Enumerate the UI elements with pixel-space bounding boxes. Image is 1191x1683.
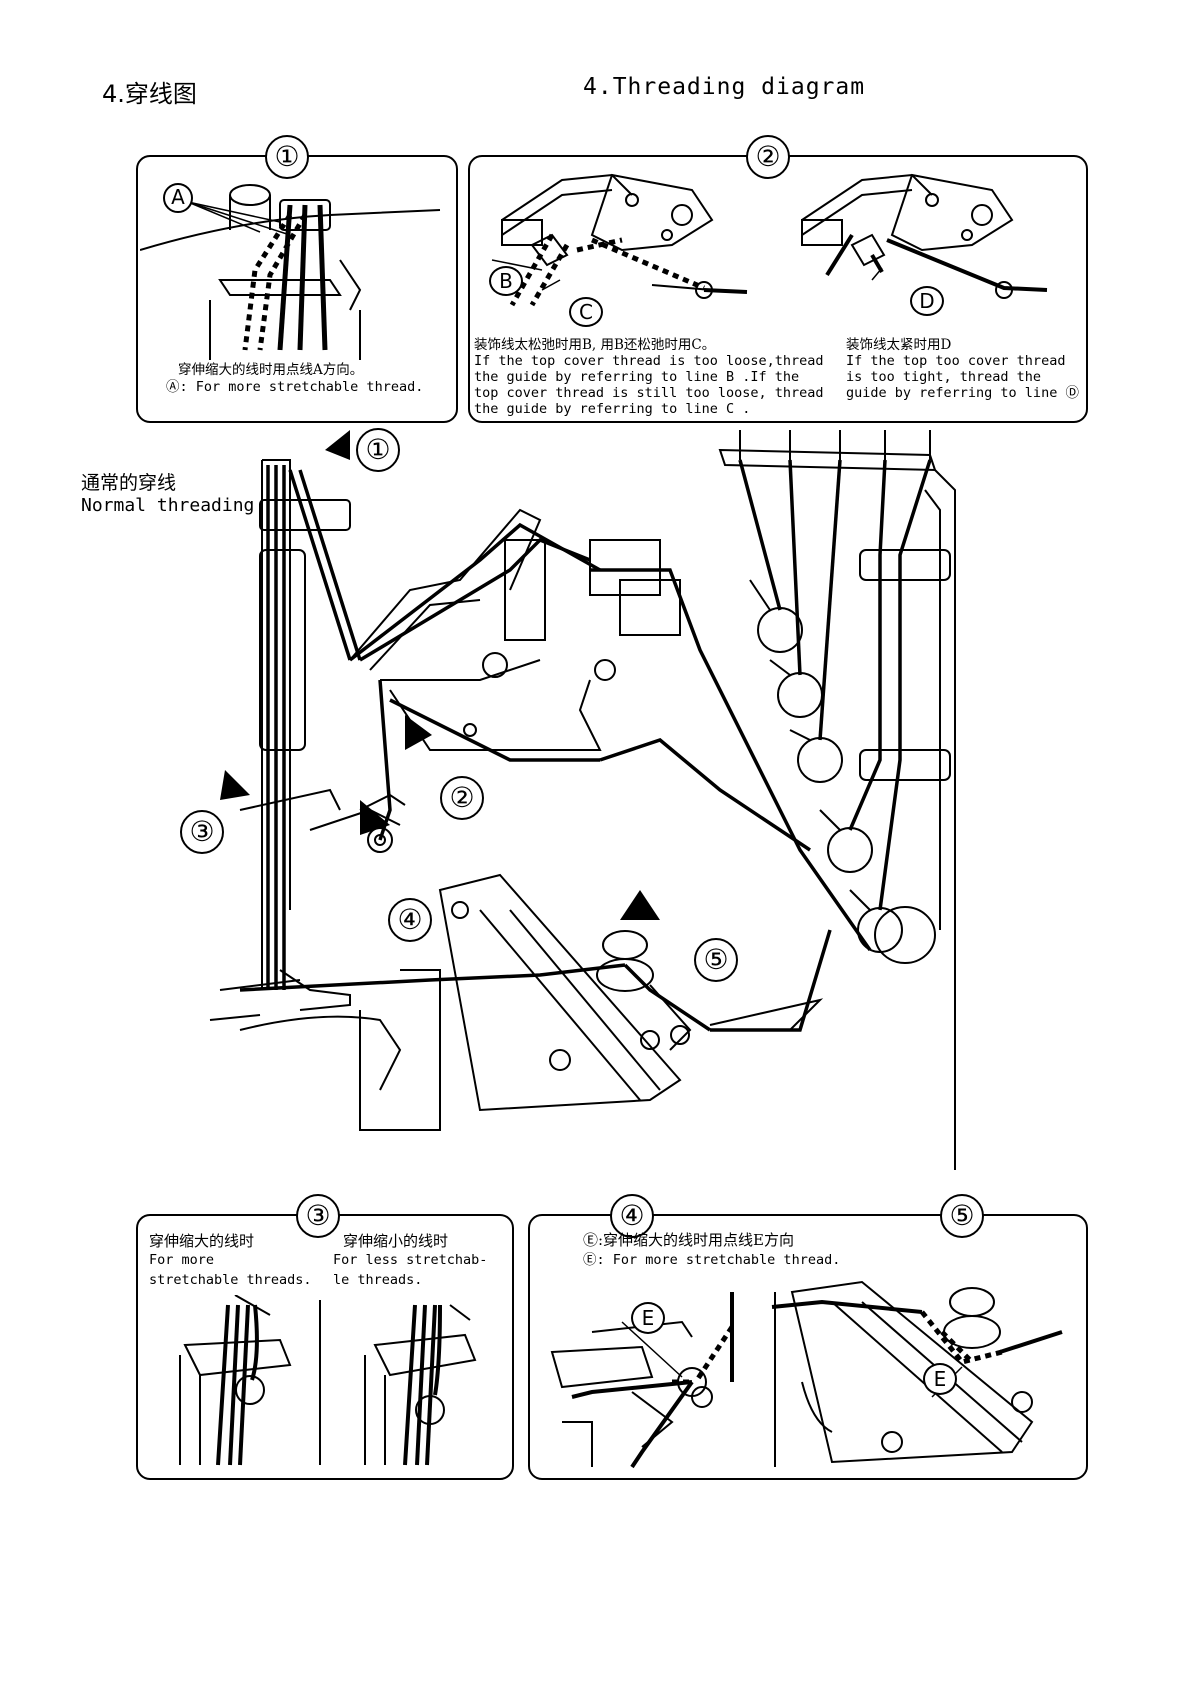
normal-threading-label-cn: 通常的穿线 (81, 472, 177, 494)
panel-4-caption-en: Ⓔ: For more stretchable thread. (583, 1252, 841, 1268)
panel-3-left-cn: 穿伸缩大的线时 (149, 1232, 255, 1250)
panel-2-letter-c: C (569, 297, 603, 327)
panel-4-5 (528, 1214, 1088, 1480)
panel-2-letter-d: D (910, 286, 944, 316)
page-title-en: 4.Threading diagram (583, 74, 866, 100)
panel-3-illustration (179, 1295, 477, 1466)
panel-4-number: ④ (610, 1194, 654, 1238)
panel-3-right-cn: 穿伸缩小的线时 (343, 1232, 449, 1250)
main-threading-diagram (209, 430, 956, 1170)
panel-2-left-caption-en-3: top cover thread is still too loose, thr… (474, 385, 824, 401)
panel-2-left-caption-en-2: the guide by referring to line B .If the (474, 369, 800, 385)
panel-3-right-en-1: For less stretchab- (333, 1252, 488, 1268)
panel-2-number: ② (746, 135, 790, 179)
panel-5-letter-e: E (923, 1363, 957, 1395)
panel-2-left-caption-en-4: the guide by referring to line C . (474, 401, 751, 417)
panel-2-left-caption-en-1: If the top cover thread is too loose,thr… (474, 353, 824, 369)
marker-1: ① (356, 428, 400, 472)
panel-2 (468, 155, 1088, 423)
panel-4-caption-cn: Ⓔ:穿伸缩大的线时用点线E方向 (583, 1231, 795, 1249)
panel-1-caption-en: Ⓐ: For more stretchable thread. (166, 379, 424, 395)
panel-3-number: ③ (296, 1194, 340, 1238)
page-title-cn: 4.穿线图 (102, 80, 197, 108)
panel-1-letter-a: A (171, 185, 185, 209)
panel-4-5-illustration (550, 1280, 1063, 1469)
panel-2-left-caption-cn: 装饰线太松弛时用B, 用B还松弛时用C。 (474, 337, 716, 353)
panel-2-illustration (491, 173, 1048, 307)
panel-3-left-en-1: For more (149, 1252, 215, 1268)
panel-2-letter-b: B (489, 266, 523, 296)
panel-5-number: ⑤ (940, 1194, 984, 1238)
marker-3: ③ (180, 810, 224, 854)
marker-4: ④ (388, 898, 432, 942)
panel-1-number: ① (265, 135, 309, 179)
panel-3-left-en-2: stretchable threads. (149, 1272, 312, 1288)
panel-1-caption-cn: 穿伸缩大的线时用点线A方向。 (178, 362, 364, 378)
marker-2: ② (440, 776, 484, 820)
panel-4-letter-e: E (631, 1302, 665, 1334)
panel-1-illustration (140, 183, 441, 360)
panel-2-right-caption-cn: 装饰线太紧时用D (846, 337, 952, 353)
marker-5: ⑤ (694, 938, 738, 982)
panel-3-right-en-2: le threads. (333, 1272, 423, 1288)
panel-2-right-caption-en-1: If the top too cover thread (846, 353, 1066, 369)
panel-2-right-caption-en-2: is too tight, thread the (846, 369, 1042, 385)
panel-2-right-caption-en-3: guide by referring to line Ⓓ (846, 385, 1079, 401)
normal-threading-label-en: Normal threading (81, 495, 255, 516)
